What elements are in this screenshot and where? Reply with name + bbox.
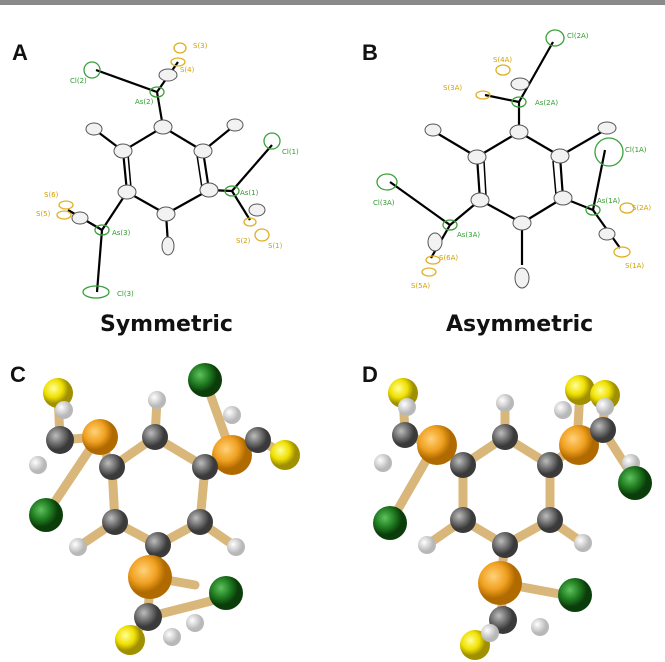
atom-label-as1: As(1)	[240, 189, 259, 197]
atom-label-as2: As(2)	[135, 98, 154, 106]
atom-label-s1a: S(1A)	[625, 262, 644, 270]
atom-label-as1a: As(1A)	[597, 197, 620, 205]
atoms-c	[29, 363, 300, 655]
atom-label-s5a: S(5A)	[411, 282, 430, 290]
ortep-diagram-a: Cl(2) As(2) S(3) S(4) Cl(1) As(1) S(2) S…	[36, 42, 299, 299]
atom-label-s3: S(3)	[193, 42, 208, 50]
top-rule	[0, 0, 665, 5]
panel-label-a: A	[12, 40, 28, 65]
ball-stick-model-c	[29, 363, 300, 655]
ortep-diagram-b: Cl(2A) S(4A) S(3A) As(2A) Cl(1A) As(1A) …	[373, 29, 651, 290]
ball-stick-model-d	[373, 375, 652, 660]
atom-label-s4: S(4)	[180, 66, 195, 74]
atom-label-s3a: S(3A)	[443, 84, 462, 92]
atom-label-as3: As(3)	[112, 229, 131, 237]
atom-label-s2a: S(2A)	[632, 204, 651, 212]
atom-label-s4a: S(4A)	[493, 56, 512, 64]
caption-symmetric: Symmetric	[100, 312, 233, 337]
panel-label-b: B	[362, 40, 378, 65]
panel-label-c: C	[10, 362, 26, 387]
atoms-d	[373, 375, 652, 660]
atom-label-s5: S(5)	[36, 210, 51, 218]
panel-label-d: D	[362, 362, 378, 387]
atom-label-s1: S(1)	[268, 242, 283, 250]
atom-label-cl1: Cl(1)	[282, 148, 299, 156]
atom-label-as3a: As(3A)	[457, 231, 480, 239]
atom-label-cl1a: Cl(1A)	[625, 146, 647, 154]
caption-asymmetric: Asymmetric	[446, 312, 594, 337]
atom-label-cl2a: Cl(2A)	[567, 32, 589, 40]
atom-label-s6a: S(6A)	[439, 254, 458, 262]
atom-label-cl3a: Cl(3A)	[373, 199, 395, 207]
atom-label-s2: S(2)	[236, 237, 251, 245]
atom-label-cl3: Cl(3)	[117, 290, 134, 298]
atom-label-as2a: As(2A)	[535, 99, 558, 107]
atom-label-cl2: Cl(2)	[70, 77, 87, 85]
atom-label-s6: S(6)	[44, 191, 59, 199]
